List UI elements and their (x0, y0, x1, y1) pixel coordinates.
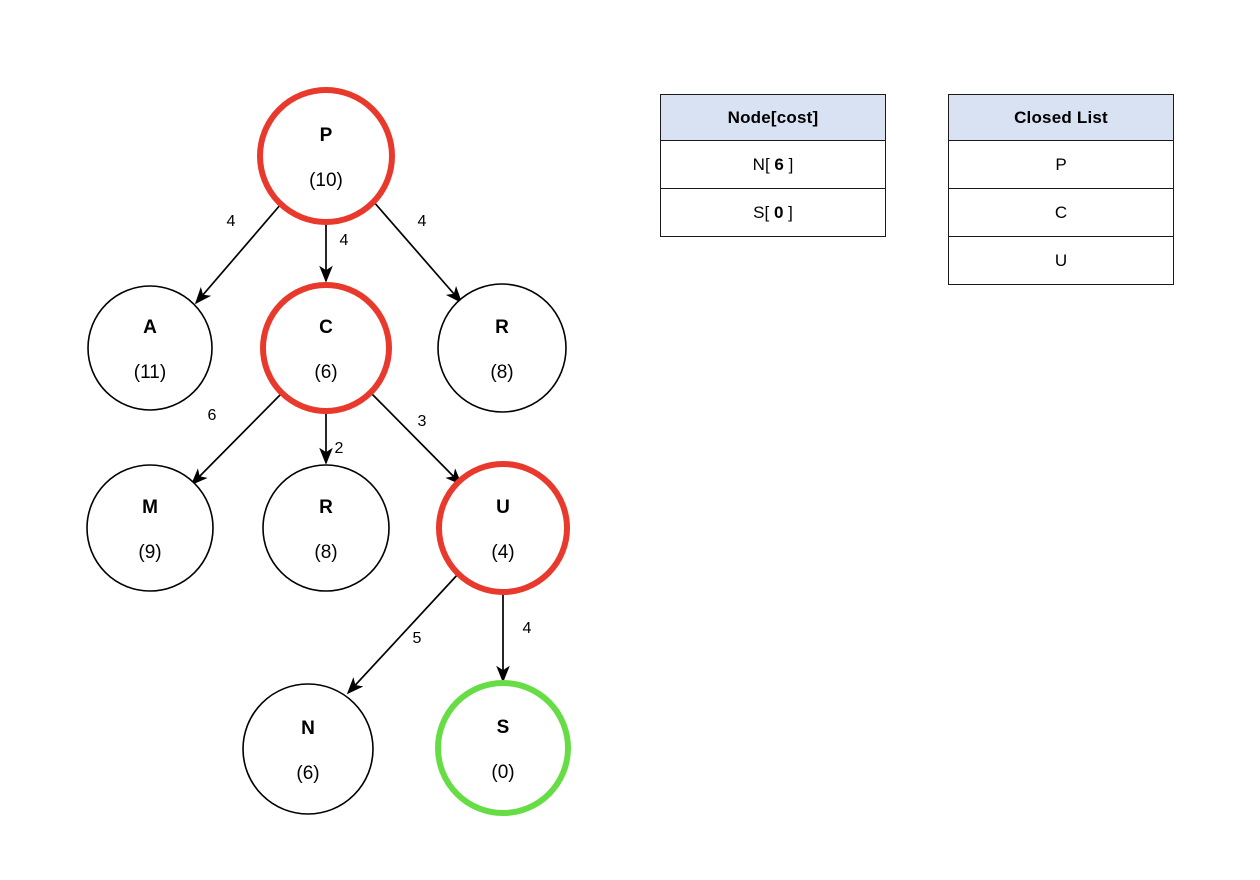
node-circle-u[interactable] (436, 461, 570, 595)
closed-list-entry: U (948, 236, 1174, 285)
edge-labels-layer: 4 4 4 6 2 3 5 4 (208, 213, 532, 647)
edges-layer (190, 200, 510, 695)
open-list-entry: N[ 6 ] (660, 140, 886, 189)
table-header-row: Closed List (948, 94, 1174, 141)
node-circle-m[interactable] (86, 464, 214, 592)
table-row: N[ 6 ] (660, 140, 886, 189)
edge-weight-c-u: 3 (418, 413, 427, 430)
open-list-node-label: S[ (753, 202, 774, 222)
node-cost-p: (10) (309, 170, 343, 191)
node-cost-a: (11) (134, 362, 166, 383)
node-name-p: P (320, 125, 333, 146)
graph-node-n[interactable]: N (6) (242, 683, 374, 815)
node-name-r2: R (319, 497, 333, 518)
edge-c-to-u (371, 393, 463, 486)
node-circle-r2[interactable] (262, 464, 390, 592)
node-cost-u: (4) (491, 542, 514, 563)
closed-list-entry: P (948, 140, 1174, 189)
node-circle-p[interactable] (257, 87, 395, 225)
graph-node-c[interactable]: C (6) (260, 282, 392, 414)
graph-node-p[interactable]: P (10) (257, 87, 395, 225)
edge-weight-p-r1: 4 (418, 213, 427, 230)
graph-node-r2[interactable]: R (8) (262, 464, 390, 592)
node-name-n: N (301, 718, 315, 739)
open-list-header: Node[cost] (660, 94, 886, 141)
open-list-bracket-close: ] (783, 202, 793, 222)
closed-list-entry: C (948, 188, 1174, 237)
node-cost-r2: (8) (314, 542, 337, 563)
table-row: U (948, 236, 1174, 285)
node-name-a: A (143, 317, 157, 338)
table-row: S[ 0 ] (660, 188, 886, 237)
graph-node-u[interactable]: U (4) (436, 461, 570, 595)
node-circle-a[interactable] (87, 285, 213, 411)
node-circle-s[interactable] (435, 680, 571, 816)
closed-list-header: Closed List (948, 94, 1174, 141)
edge-p-to-a (194, 203, 282, 305)
edge-weight-u-s: 4 (523, 620, 532, 637)
open-list-table: Node[cost] N[ 6 ]S[ 0 ] (660, 94, 886, 237)
node-cost-c: (6) (314, 362, 337, 383)
node-cost-m: (9) (138, 542, 161, 563)
table-row: C (948, 188, 1174, 237)
open-list-node-cost: 0 (773, 202, 784, 222)
graph-node-s[interactable]: S (0) (435, 680, 571, 816)
node-cost-n: (6) (296, 763, 319, 784)
node-name-c: C (319, 317, 333, 338)
node-circle-r1[interactable] (437, 283, 567, 413)
node-circle-n[interactable] (242, 683, 374, 815)
node-circle-c[interactable] (260, 282, 392, 414)
edge-c-to-m (190, 393, 282, 486)
node-name-m: M (142, 497, 158, 518)
node-cost-s: (0) (491, 762, 514, 783)
edge-weight-c-r2: 2 (335, 440, 344, 457)
node-name-s: S (497, 717, 510, 738)
nodes-layer: P (10) A (11) C (6) R (8) M (9) R (8) U (4) N (6) S (0) (86, 87, 571, 816)
edge-u-to-n (346, 572, 460, 695)
table-row: P (948, 140, 1174, 189)
node-cost-r1: (8) (490, 362, 513, 383)
edge-weight-c-m: 6 (208, 407, 217, 424)
edge-weight-p-a: 4 (227, 213, 236, 230)
graph-node-r1[interactable]: R (8) (437, 283, 567, 413)
table-header-row: Node[cost] (660, 94, 886, 141)
graph-node-m[interactable]: M (9) (86, 464, 214, 592)
edge-weight-u-n: 5 (413, 630, 422, 647)
graph-node-a[interactable]: A (11) (87, 285, 213, 411)
edge-weight-p-c: 4 (340, 232, 349, 249)
edge-p-to-r1 (372, 200, 463, 304)
open-list-body: N[ 6 ]S[ 0 ] (660, 140, 886, 237)
node-name-u: U (496, 497, 510, 518)
node-name-r1: R (495, 317, 509, 338)
open-list-node-cost: 6 (774, 154, 784, 174)
open-list-bracket-close: ] (783, 154, 794, 174)
open-list-entry: S[ 0 ] (660, 188, 886, 237)
open-list-node-label: N[ (752, 154, 775, 174)
